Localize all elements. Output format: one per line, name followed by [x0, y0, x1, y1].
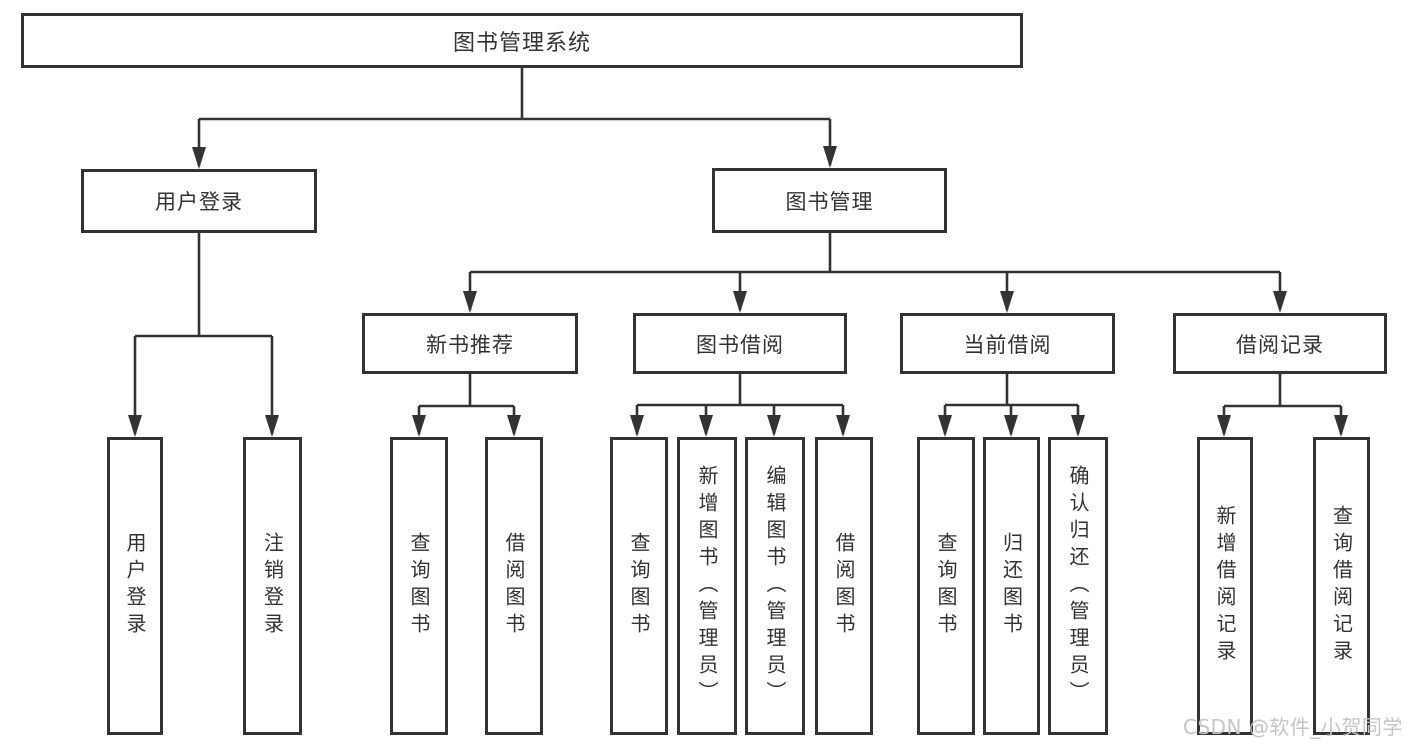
node-book-management-label: 图书管理 [785, 189, 874, 214]
leaf-query-books-current: 查询图书 [917, 437, 975, 735]
leaf-user-login: 用户登录 [107, 437, 163, 735]
leaf-logout: 注销登录 [243, 437, 302, 735]
leaf-query-books-borrowing-label: 查询图书 [627, 532, 651, 640]
leaf-query-borrow-record: 查询借阅记录 [1313, 437, 1370, 735]
leaf-logout-label: 注销登录 [260, 532, 285, 640]
leaf-borrow-books: 借阅图书 [815, 437, 873, 735]
node-book-borrowing-label: 图书借阅 [696, 332, 784, 357]
leaf-add-borrow-record: 新增借阅记录 [1197, 437, 1253, 735]
node-borrowing-records: 借阅记录 [1173, 313, 1387, 374]
leaf-borrow-books-label: 借阅图书 [832, 532, 856, 640]
node-user-login: 用户登录 [81, 169, 317, 233]
leaf-confirm-return-admin: 确认归还（管理员） [1048, 437, 1108, 735]
node-root-library-system: 图书管理系统 [21, 13, 1023, 68]
leaf-user-login-label: 用户登录 [123, 532, 147, 640]
node-current-borrowing: 当前借阅 [900, 313, 1115, 374]
leaf-add-books-admin-label: 新增图书（管理员） [695, 464, 719, 708]
leaf-add-books-admin: 新增图书（管理员） [677, 437, 737, 735]
leaf-query-books-recommend-label: 查询图书 [407, 532, 431, 640]
csdn-watermark: CSDN @软件_小贺同学 [1183, 715, 1403, 739]
node-book-borrowing: 图书借阅 [633, 313, 847, 374]
tree-edges [133, 68, 1343, 434]
node-new-book-recommend-label: 新书推荐 [426, 332, 514, 357]
node-new-book-recommend: 新书推荐 [362, 313, 578, 374]
node-book-management: 图书管理 [712, 168, 947, 233]
leaf-query-books-recommend: 查询图书 [390, 437, 448, 735]
leaf-borrow-books-recommend: 借阅图书 [485, 437, 543, 735]
leaf-query-borrow-record-label: 查询借阅记录 [1329, 505, 1354, 667]
leaf-confirm-return-admin-label: 确认归还（管理员） [1066, 464, 1090, 708]
node-current-borrowing-label: 当前借阅 [963, 332, 1052, 357]
leaf-query-books-borrowing: 查询图书 [610, 437, 668, 735]
leaf-query-books-current-label: 查询图书 [934, 532, 958, 640]
leaf-add-borrow-record-label: 新增借阅记录 [1213, 505, 1237, 667]
leaf-edit-books-admin-label: 编辑图书（管理员） [763, 464, 787, 708]
leaf-edit-books-admin: 编辑图书（管理员） [745, 437, 805, 735]
leaf-return-books: 归还图书 [983, 437, 1040, 735]
node-user-login-label: 用户登录 [155, 190, 243, 214]
leaf-borrow-books-recommend-label: 借阅图书 [502, 532, 526, 640]
leaf-return-books-label: 归还图书 [999, 532, 1024, 640]
node-borrowing-records-label: 借阅记录 [1236, 332, 1324, 357]
node-root-label: 图书管理系统 [452, 30, 591, 56]
